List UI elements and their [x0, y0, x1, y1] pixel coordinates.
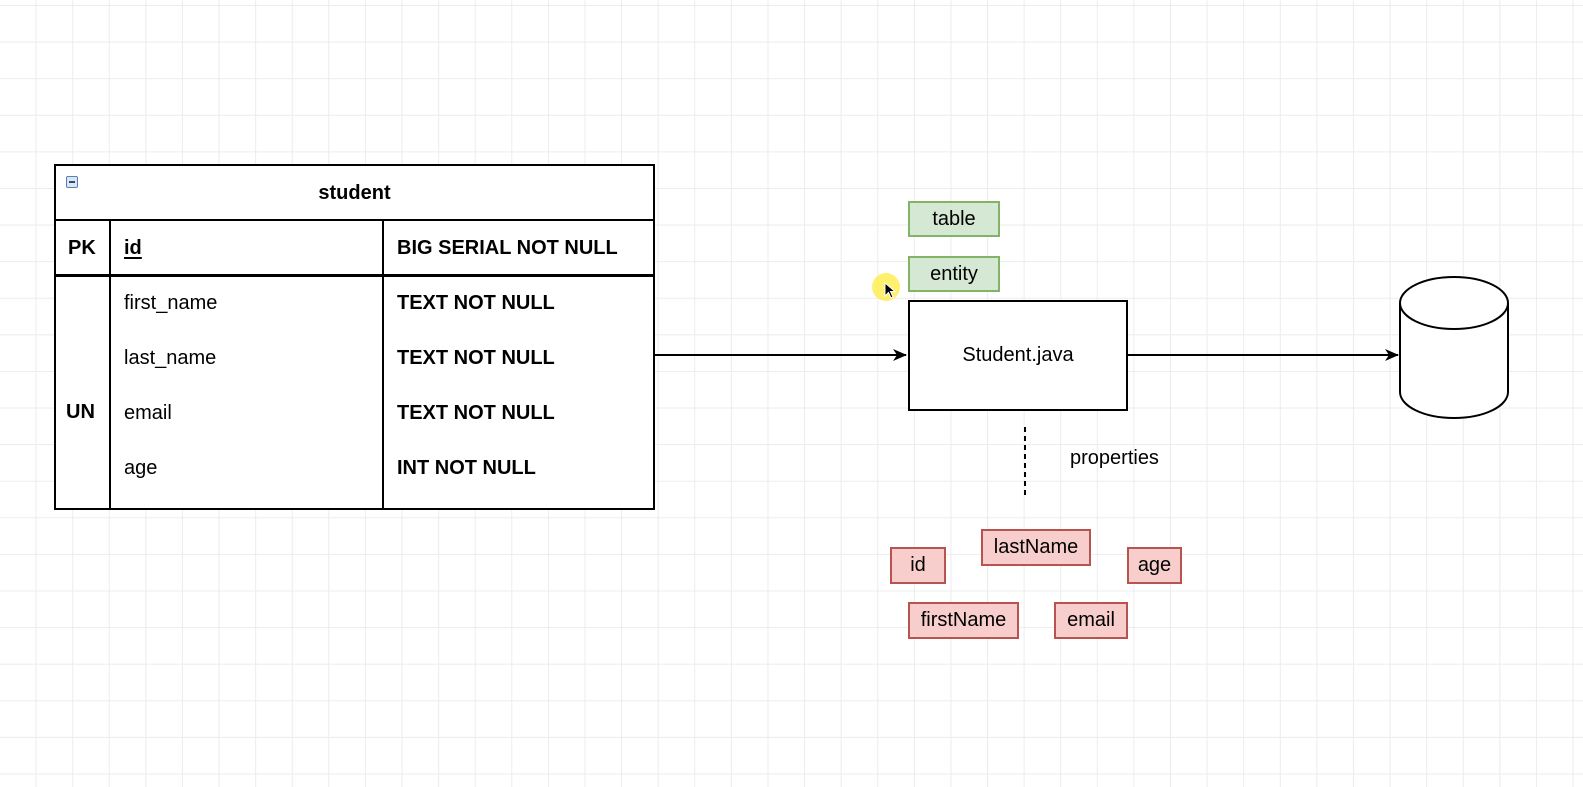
property-id-tag[interactable]: id: [890, 547, 946, 584]
column-name: age: [124, 457, 158, 479]
properties-label: properties: [1070, 447, 1159, 469]
er-table[interactable]: student PK id BIG SERIAL NOT NULL UN fir…: [54, 164, 655, 510]
student-class-label: Student.java: [962, 344, 1074, 366]
database-cylinder-icon[interactable]: [1399, 276, 1509, 419]
pk-column-type: BIG SERIAL NOT NULL: [397, 237, 618, 259]
pk-column-name: id: [124, 237, 142, 259]
entity-annotation-tag[interactable]: entity: [908, 256, 1000, 292]
key-column-divider: [109, 220, 111, 508]
column-name: email: [124, 402, 172, 424]
er-table-title: student: [318, 182, 391, 204]
student-class-box[interactable]: Student.java: [908, 300, 1128, 411]
un-label: UN: [66, 401, 95, 423]
type-column-divider: [382, 220, 384, 508]
property-email-tag[interactable]: email: [1054, 602, 1128, 639]
pk-label: PK: [68, 237, 96, 259]
property-firstname-tag[interactable]: firstName: [908, 602, 1019, 639]
column-type: TEXT NOT NULL: [397, 347, 555, 369]
header-divider: [56, 219, 653, 221]
table-annotation-tag[interactable]: table: [908, 201, 1000, 237]
column-type: INT NOT NULL: [397, 457, 536, 479]
column-name: first_name: [124, 292, 218, 314]
property-age-tag[interactable]: age: [1127, 547, 1182, 584]
mouse-cursor-icon: [884, 282, 897, 299]
column-type: TEXT NOT NULL: [397, 292, 555, 314]
property-lastname-tag[interactable]: lastName: [981, 529, 1091, 566]
collapse-icon[interactable]: [66, 176, 78, 188]
column-type: TEXT NOT NULL: [397, 402, 555, 424]
column-name: last_name: [124, 347, 217, 369]
pk-divider: [56, 274, 653, 277]
